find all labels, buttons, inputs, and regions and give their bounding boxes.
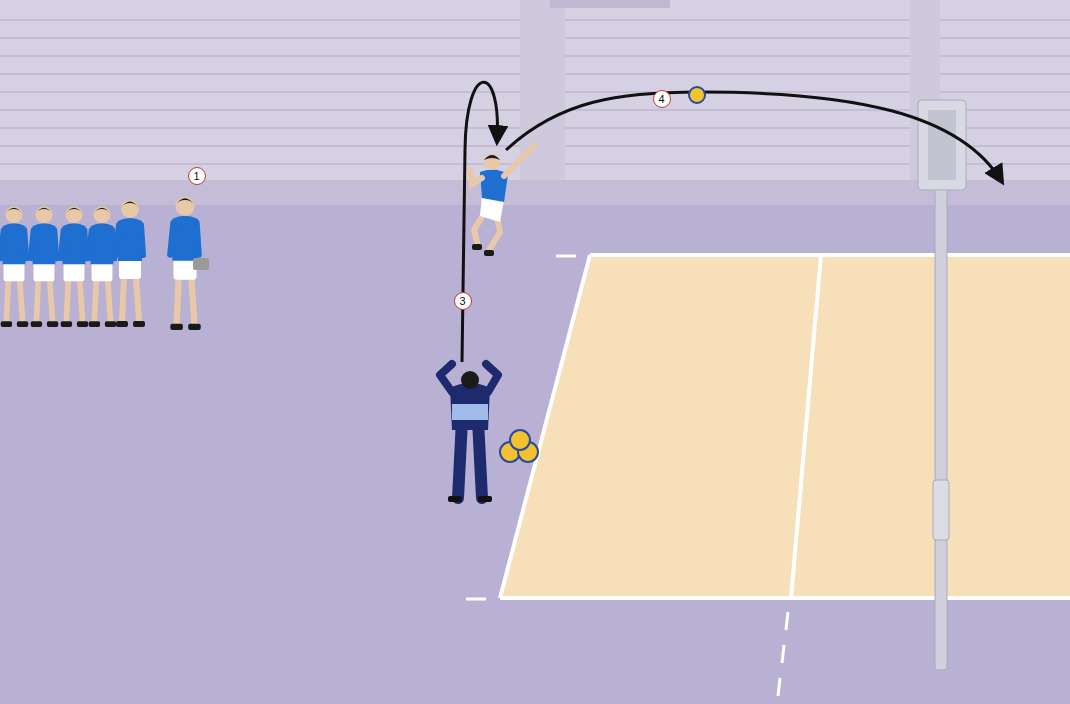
court-part-part [782,645,784,663]
coach-part [458,420,482,498]
coach [440,364,498,502]
coach-part [450,383,490,430]
callout-number: 1 [188,167,206,185]
stands [0,0,1070,210]
stands-part [550,0,670,8]
court-part-part [500,255,590,598]
floor [0,205,1070,704]
coach-part [461,371,479,389]
jumping-player-part [484,154,500,170]
court-part-part [556,255,576,258]
jumping-player-part [504,146,534,176]
court [466,255,1070,696]
net-post-part [928,110,956,180]
jumping-player-part [470,170,482,184]
net-post-part [918,100,966,190]
net-post-part [935,110,947,670]
court-part [500,255,1070,598]
waiting-players-part [116,200,145,327]
court-part-part [786,612,788,630]
jumping-player-part [472,244,482,250]
court-part-part [500,596,1070,600]
coach-part [478,496,492,502]
coach-part [440,364,498,392]
ball-pile [500,430,538,462]
ball-pile-part [510,430,530,450]
waiting-players-part [61,206,89,327]
court-part [466,256,788,696]
coach-part [448,496,462,502]
jumping-player [470,146,534,256]
callout-number: 4 [653,90,671,108]
court-part-part [791,255,821,598]
court-part-part [466,598,486,601]
waiting-players-part [31,206,59,327]
net-post [918,100,966,670]
net-post-part [933,480,949,540]
callout-number: 3 [454,292,472,310]
court-part-part [590,253,1070,257]
volleyball [689,87,705,103]
court-part-part [778,678,780,696]
waiting-players-part [1,206,29,327]
jumping-player-part [484,155,500,160]
waiting-players-part [89,206,117,327]
jumping-player-part [484,250,494,256]
trajectory-arrows [462,82,1002,362]
coach-part [452,404,488,420]
stands-part [0,0,1070,200]
court-part [500,255,1070,598]
trajectory-arrows-part [462,82,497,362]
waiting-players-part [193,258,209,270]
trajectory-arrows-part [506,92,1002,182]
waiting-players [1,197,209,330]
